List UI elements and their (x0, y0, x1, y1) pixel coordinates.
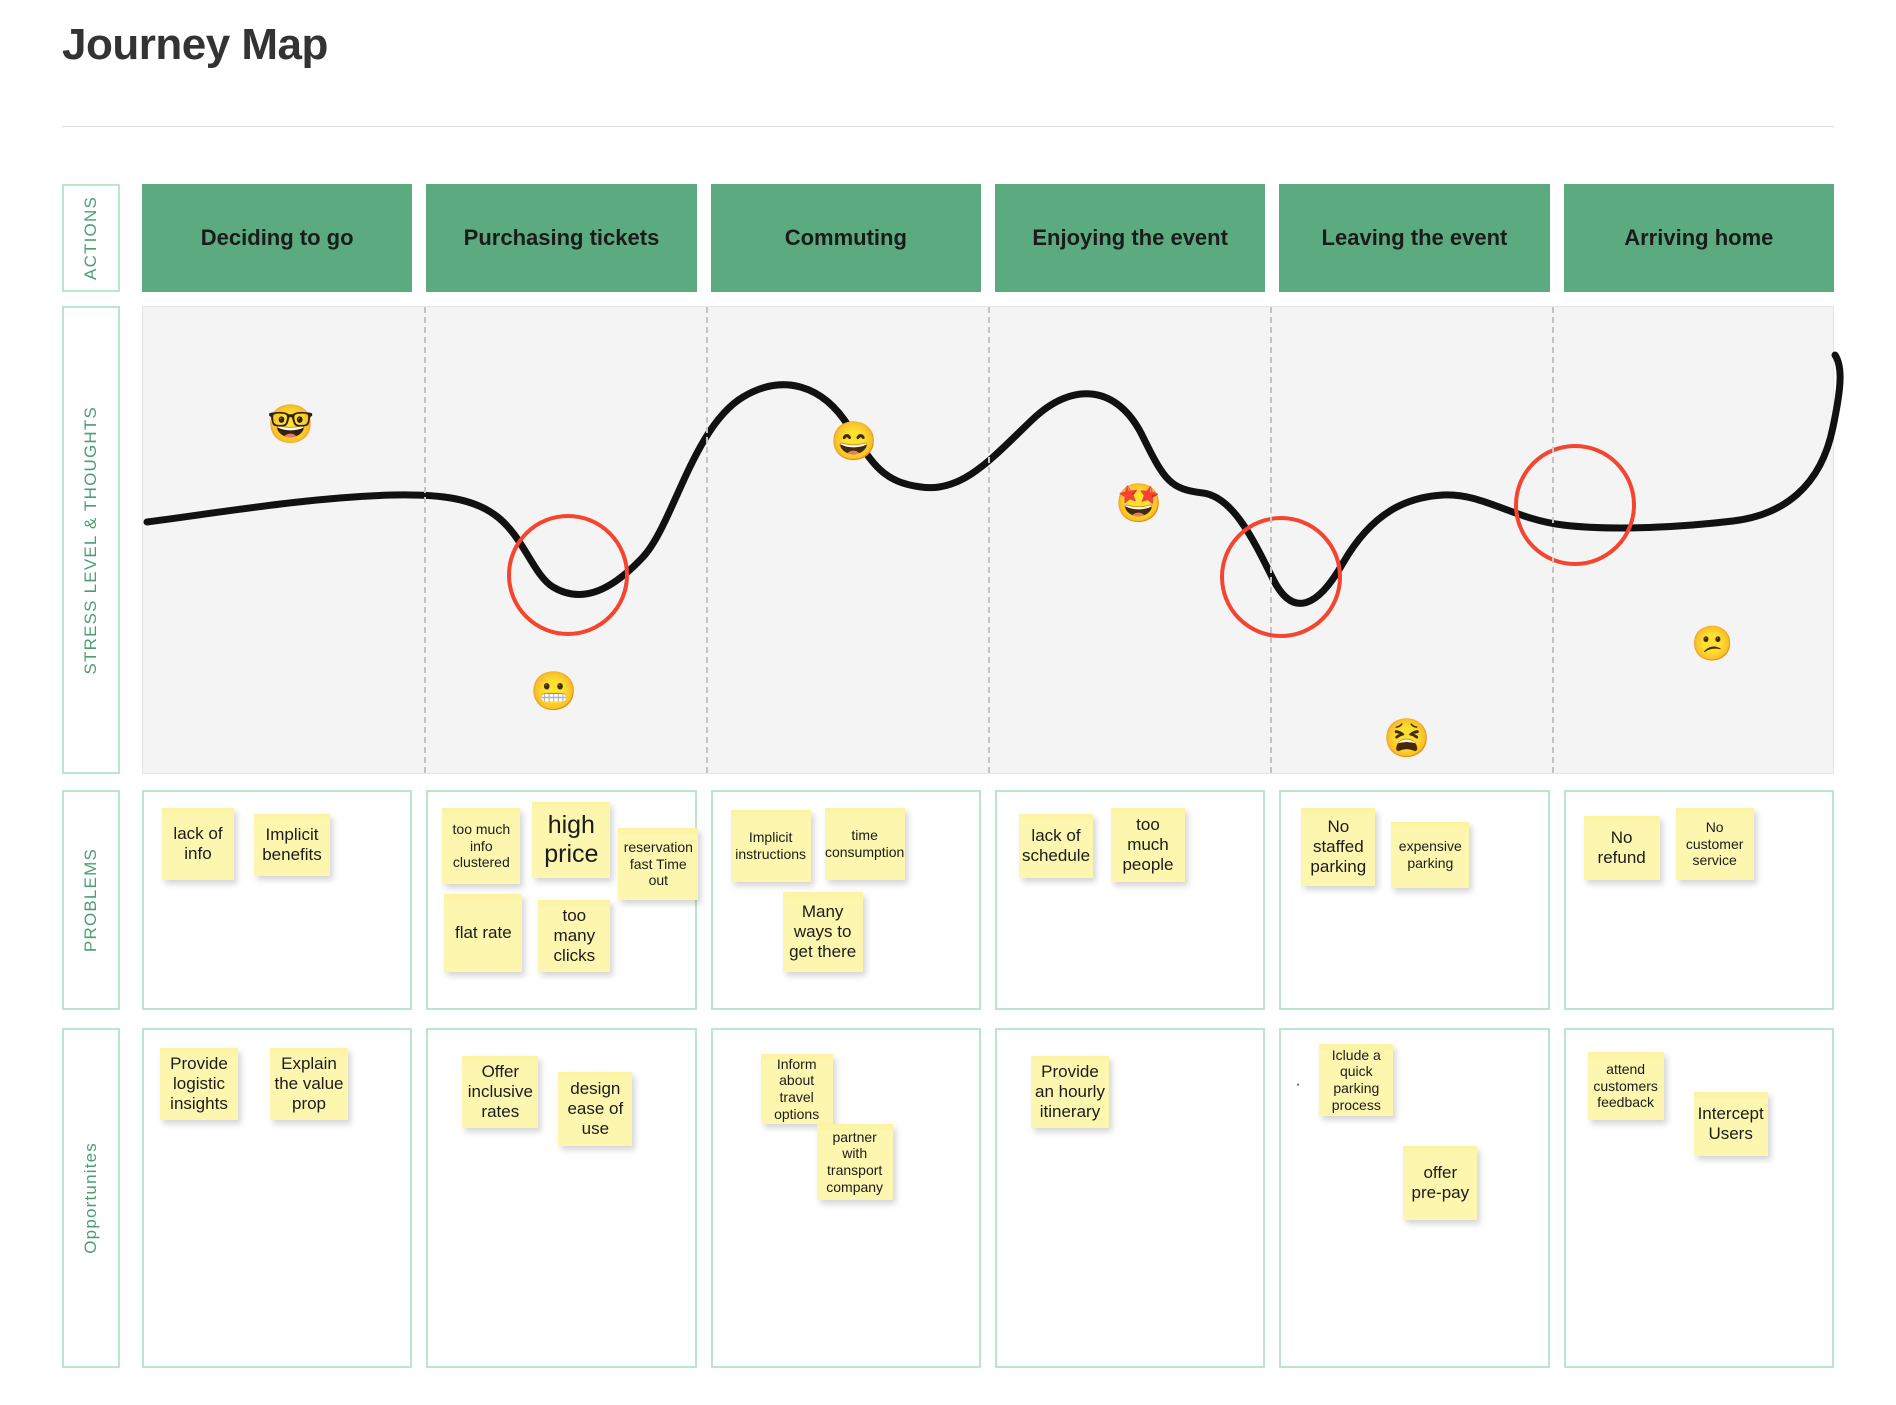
opportunities-cell-2: Offer inclusive rates design ease of use (426, 1028, 697, 1368)
action-header-label: Deciding to go (200, 224, 354, 250)
emoji-confused-face: 😕 (1691, 625, 1734, 663)
action-header-label: Enjoying the event (1032, 224, 1228, 250)
problem-note[interactable]: expensive parking (1391, 822, 1470, 888)
action-header-6[interactable]: Arriving home (1563, 184, 1834, 292)
problems-cell-4: lack of schedule too much people (994, 790, 1266, 1010)
row-label-opportunities-text: Opportunites (81, 1142, 100, 1254)
stray-dot-mark: · (1295, 1076, 1301, 1093)
action-header-3[interactable]: Commuting (710, 184, 981, 292)
title-divider (62, 126, 1834, 127)
action-header-label: Arriving home (1624, 224, 1774, 250)
emoji-nerd-face: 🤓 (267, 404, 315, 446)
problem-note[interactable]: time consumption (824, 808, 905, 880)
opportunity-note[interactable]: Explain the value prop (270, 1048, 348, 1120)
opportunities-cell-1: Provide logistic insights Explain the val… (142, 1028, 413, 1368)
problem-note[interactable]: Implicit instructions (730, 810, 811, 882)
opportunity-note[interactable]: Provide logistic insights (160, 1048, 238, 1120)
problems-row: lack of info Implicit benefits too much in… (142, 790, 1834, 1010)
action-header-2[interactable]: Purchasing tickets (426, 184, 697, 292)
emoji-grimacing-face: 😬 (530, 671, 578, 713)
pain-point-circle-arriving (1514, 444, 1636, 566)
page-title: Journey Map (62, 20, 328, 69)
opportunity-note[interactable]: offer pre-pay (1403, 1146, 1478, 1220)
stress-level-chart: 🤓 😬 😄 🤩 😫 😕 (142, 306, 1844, 774)
opportunity-note[interactable]: Iclude a quick parking process (1319, 1044, 1394, 1116)
opportunity-note[interactable]: Inform about travel options (760, 1054, 833, 1124)
problem-note[interactable]: No customer service (1675, 808, 1754, 880)
action-header-label: Commuting (784, 224, 907, 250)
pain-point-circle-leaving (1220, 516, 1342, 638)
opportunity-note[interactable]: Intercept Users (1693, 1092, 1768, 1156)
action-header-5[interactable]: Leaving the event (1279, 184, 1550, 292)
opportunity-note[interactable]: Provide an hourly itinerary (1030, 1056, 1109, 1128)
opportunity-note[interactable]: attend customers feedback (1587, 1052, 1664, 1120)
row-label-actions-text: ACTIONS (81, 196, 100, 280)
opportunity-note[interactable]: design ease of use (558, 1072, 633, 1146)
problem-note[interactable]: reservation fast Time out (618, 828, 699, 900)
opportunity-note[interactable]: partner with transport company (816, 1124, 893, 1200)
action-header-4[interactable]: Enjoying the event (994, 184, 1266, 292)
column-divider-1 (424, 307, 426, 773)
pain-point-circle-purchasing (507, 514, 629, 636)
problem-note[interactable]: flat rate (444, 894, 523, 972)
row-label-actions: ACTIONS (62, 184, 120, 292)
problem-note[interactable]: too much people (1110, 808, 1185, 882)
emoji-grinning-face: 😄 (830, 421, 878, 463)
row-label-stress-text: STRESS LEVEL & THOUGHTS (81, 405, 100, 675)
problem-note[interactable]: Implicit benefits (254, 814, 330, 876)
row-label-problems-text: PROBLEMS (81, 847, 100, 953)
problem-note[interactable]: too many clicks (538, 900, 611, 972)
problem-note[interactable]: too much info clustered (442, 808, 521, 884)
stress-curve-svg (143, 351, 1844, 638)
row-label-problems: PROBLEMS (62, 790, 120, 1010)
opportunity-note[interactable]: Offer inclusive rates (462, 1056, 539, 1128)
opportunities-row: Provide logistic insights Explain the val… (142, 1028, 1834, 1368)
problem-note[interactable]: lack of info (162, 808, 234, 880)
column-divider-3 (988, 307, 990, 773)
opportunities-cell-4: Provide an hourly itinerary (994, 1028, 1266, 1368)
action-header-label: Purchasing tickets (463, 224, 660, 250)
problem-note[interactable]: lack of schedule (1018, 814, 1093, 878)
row-label-stress: STRESS LEVEL & THOUGHTS (62, 306, 120, 774)
emoji-tired-face: 😫 (1383, 718, 1431, 760)
problem-note[interactable]: Many ways to get there (782, 892, 863, 972)
problem-note[interactable]: high price (532, 802, 611, 878)
problem-note[interactable]: No refund (1583, 816, 1660, 880)
problems-cell-1: lack of info Implicit benefits (142, 790, 413, 1010)
row-label-opportunities: Opportunites (62, 1028, 120, 1368)
stress-curve-path (143, 351, 1844, 607)
column-divider-5 (1552, 307, 1554, 773)
column-divider-2 (706, 307, 708, 773)
actions-row: Deciding to go Purchasing tickets Commutin… (142, 184, 1834, 292)
action-header-label: Leaving the event (1321, 224, 1508, 250)
emoji-star-struck-face: 🤩 (1115, 483, 1163, 525)
column-divider-4 (1270, 307, 1272, 773)
problem-note[interactable]: No staffed parking (1301, 808, 1376, 886)
action-header-1[interactable]: Deciding to go (142, 184, 413, 292)
